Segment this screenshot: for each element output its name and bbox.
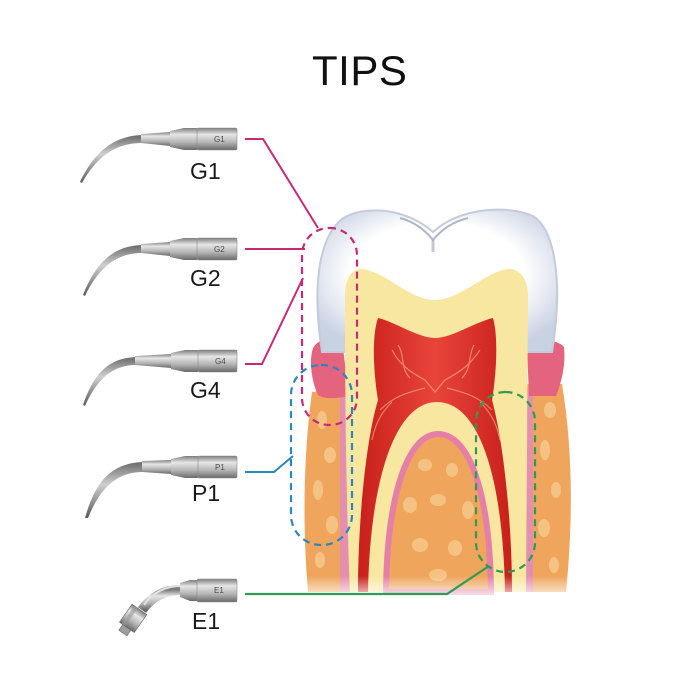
scaler-tip-g4: G4 [83,349,238,406]
tip-coupling [118,603,148,637]
tip-handle [197,455,238,479]
handle-label-g4: G4 [215,357,226,366]
tooth-illustration [295,208,580,602]
tip-wire [80,135,142,183]
bottom-fade [295,576,580,602]
scaler-tip-g1: G1 [80,127,238,183]
tip-wire [83,245,142,296]
tip-label-g4: G4 [190,377,221,403]
gum-left [310,338,349,399]
tip-shaft [135,354,171,368]
scaler-tip-e1: E1 [118,578,238,637]
tip-neck [180,580,197,601]
connector-e1 [245,565,490,596]
tip-handle [196,237,238,261]
tip-label-g1: G1 [190,158,221,184]
tip-label-e1: E1 [192,608,221,634]
gum-right [527,340,565,396]
tip-label-g2: G2 [190,265,221,291]
scaler-tip-p1: P1 [85,455,238,518]
bone-texture [313,402,561,573]
handle-label-g2: G2 [214,245,225,254]
connector-p1 [245,455,294,473]
handle-label-e1: E1 [214,586,224,595]
connector-g1 [245,138,319,229]
scaler-tip-g2: G2 [83,237,238,296]
page-title: TIPS [312,47,408,94]
tip-shaft [141,242,170,256]
highlight-region-green [474,390,537,574]
highlight-region-pink [300,226,359,427]
tip-neck [171,350,198,372]
tip-shaft [142,460,171,474]
tip-handle [196,578,238,603]
interradicular-bone [382,430,495,595]
tip-handle [197,349,238,373]
tip-handle [196,127,238,151]
tip-shaft [141,132,170,146]
tip-wire [83,357,136,406]
ligament-right [524,388,533,592]
tip-label-p1: P1 [192,480,221,506]
tip-neck [170,238,197,260]
handle-label-g1: G1 [214,135,225,144]
handle-label-p1: P1 [215,463,225,472]
tip-neck [170,128,197,150]
tip-wire [85,462,143,518]
connector-g4 [245,277,304,365]
highlight-region-blue [289,363,354,547]
tip-neck [171,456,198,478]
ligament-left [340,392,349,592]
